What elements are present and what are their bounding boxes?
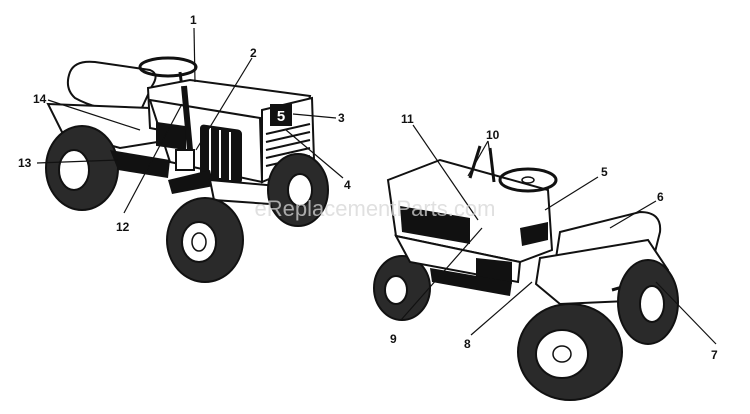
rear-hub [58,149,90,191]
leader-4 [285,129,344,179]
leader-2 [195,57,253,151]
callout-11: 11 [401,112,414,126]
leader-10b [487,140,495,181]
leader-11 [412,124,479,221]
rear-fender [46,102,172,150]
lift-lever [181,85,193,151]
leader-5 [544,176,599,211]
watermark: eReplacementParts.com [255,196,496,221]
engine-panel [400,206,470,244]
leader-7 [655,281,717,345]
callout-14: 14 [33,92,47,106]
callout-labels: 1 2 3 4 5 6 7 8 9 10 11 12 13 14 [18,13,718,362]
callout-7: 7 [711,348,718,362]
callout-1: 1 [190,13,197,27]
leader-9 [400,227,483,321]
steering-wheel [138,56,198,78]
callout-10: 10 [486,128,500,142]
callout-3: 3 [338,111,345,125]
control-levers [468,145,482,179]
callout-12: 12 [116,220,130,234]
callout-5: 5 [601,165,608,179]
hood-badge [270,104,292,126]
tractor-rear-view [373,145,679,401]
callout-9: 9 [390,332,397,346]
steering-wheel-right [498,167,558,193]
callout-13: 13 [18,156,32,170]
leader-3 [292,113,337,119]
leader-8 [470,281,533,336]
leader-12 [123,103,183,214]
leader-1 [193,27,196,83]
leader-10a [467,140,489,177]
footrest [168,170,214,194]
engine-decal [476,258,512,284]
callout-2: 2 [250,46,257,60]
leader-lines [36,27,717,345]
leader-13 [36,159,119,164]
callout-6: 6 [657,190,664,204]
leader-6 [609,200,657,229]
seat [66,60,157,114]
callout-8: 8 [464,337,471,351]
hood-badge-text: 5 [277,108,285,125]
leader-14 [47,99,141,131]
callout-4: 4 [344,178,351,192]
side-decal [156,121,186,151]
rear-hub-right [535,329,589,379]
front-hub [181,221,217,263]
tractor-front-view: 5 [45,56,329,283]
